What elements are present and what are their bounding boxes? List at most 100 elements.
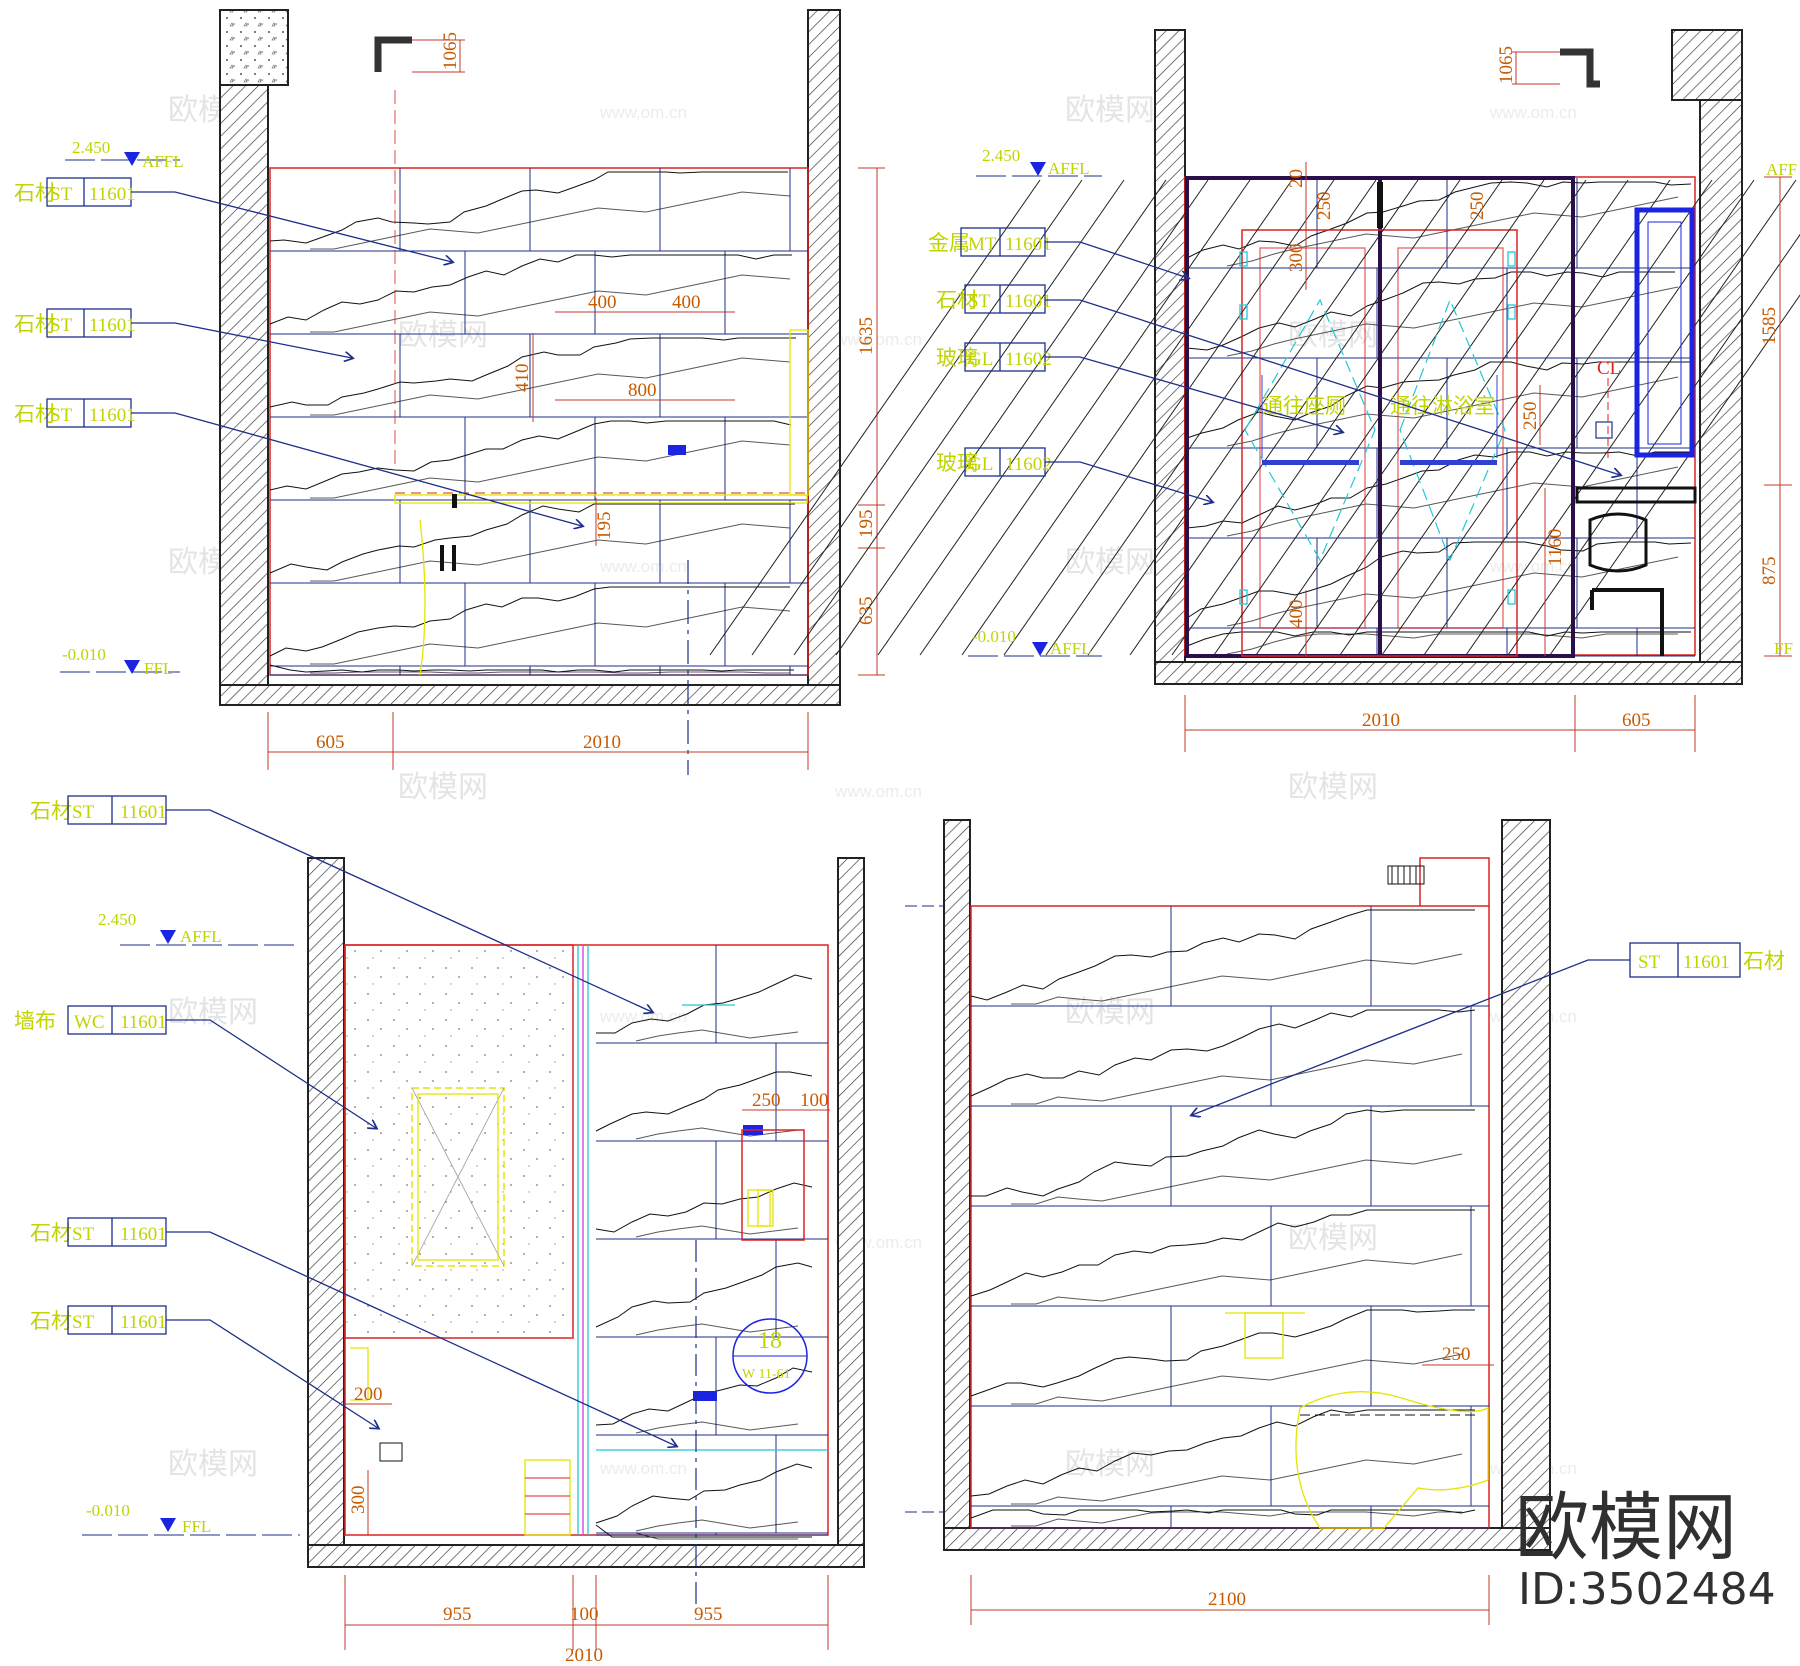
dim-250b: 250 (1467, 192, 1488, 221)
door-label-toilet: 通往座厕 (1262, 394, 1346, 418)
watermark-text: 欧模网 (168, 1448, 258, 1481)
dim-250: 250 (1442, 1344, 1471, 1365)
door-handle (1400, 460, 1497, 465)
watermark-text: 欧模网 (168, 996, 258, 1029)
watermark-url: www.om.cn (599, 557, 687, 576)
svg-text:11601: 11601 (89, 184, 136, 205)
level-marker-icon (160, 930, 176, 944)
door-handle (1262, 460, 1359, 465)
level-bottom-tag: FFL (182, 1517, 211, 1536)
elevation-panel-b: 通往座厕 通往淋浴室 CL 1065 20 250 250 300 250 11… (709, 29, 1800, 752)
vanity-cabinet-outline (419, 519, 426, 676)
floor-slab (1154, 661, 1743, 685)
level-top: 2.450 (98, 910, 136, 929)
level-bottom-tag: AFFL (1050, 639, 1092, 658)
svg-text:11601: 11601 (120, 1012, 167, 1033)
elevation-panel-a: 1065 400 400 800 410 195 1635 195 635 60… (14, 9, 885, 775)
svg-text:11601: 11601 (1005, 234, 1052, 255)
dim-300: 300 (1286, 244, 1307, 273)
exhaust-box (1419, 857, 1490, 906)
svg-text:11601: 11601 (1683, 952, 1730, 973)
watermark-url: www.om.cn (599, 103, 687, 122)
bathtub-outline (1295, 1391, 1489, 1529)
watermark-text: 欧模网 (1065, 1448, 1155, 1481)
wall-finish-outline (970, 905, 1490, 1529)
level-bottom: -0.010 (62, 645, 106, 664)
level-top-tag: AFFL (1048, 159, 1090, 178)
dim-1160: 1160 (1545, 529, 1566, 566)
floor-slab (307, 1544, 865, 1568)
svg-text:ST: ST (50, 315, 73, 336)
dim-2010: 2010 (583, 732, 621, 753)
switch-icon (693, 1391, 717, 1401)
dim-250: 250 (752, 1090, 781, 1111)
watermark-url: www.om.cn (599, 1459, 687, 1478)
watermark-url: www.om.cn (1489, 103, 1577, 122)
svg-text:11601: 11601 (1005, 291, 1052, 312)
dim-605: 605 (316, 732, 345, 753)
ceiling-stub (374, 36, 412, 72)
ceiling-slab (1671, 29, 1743, 101)
brand-logo: 欧模网 ID:3502484 (1515, 1485, 1776, 1615)
dim-20: 20 (1286, 169, 1307, 188)
right-level-tag-bottom: FF (1774, 639, 1793, 658)
dim-800: 800 (628, 380, 657, 401)
left-wall-section (1154, 29, 1186, 684)
watermark-text: 欧模网 (1288, 1222, 1378, 1255)
watermark-url: www.om.cn (834, 782, 922, 801)
dim-2010: 2010 (1362, 710, 1400, 731)
socket-icon (379, 1442, 403, 1462)
svg-text:GL: GL (968, 454, 993, 475)
svg-text:11602: 11602 (1005, 454, 1052, 475)
svg-text:金属: 金属 (928, 231, 970, 255)
svg-text:11602: 11602 (1005, 349, 1052, 370)
logo-name: 欧模网 (1515, 1485, 1737, 1571)
mirror-cabinet (1634, 207, 1695, 458)
dim-250c: 250 (1520, 402, 1541, 431)
callout-reference: W 11-61 (742, 1367, 791, 1382)
stone-tile-grid (595, 945, 828, 1540)
svg-text:石材: 石材 (936, 288, 978, 312)
material-tag: 石材 ST 11601 (14, 177, 452, 262)
watermark-text: 欧模网 (1065, 996, 1155, 1029)
level-top: 2.450 (982, 146, 1020, 165)
svg-text:石材: 石材 (14, 402, 56, 426)
right-wall-section (807, 9, 841, 686)
svg-text:ST: ST (72, 1224, 95, 1245)
mirror-cabinet (789, 329, 809, 496)
dim-300: 300 (348, 1486, 369, 1515)
left-wall-section (943, 819, 971, 1529)
svg-text:石材: 石材 (30, 1309, 72, 1333)
faucet-icon (452, 494, 457, 508)
dim-total: 2010 (565, 1645, 603, 1661)
logo-id: ID:3502484 (1518, 1564, 1776, 1615)
level-top-tag: AFFL (180, 927, 222, 946)
level-marker-icon (1032, 642, 1048, 656)
svg-text:ST: ST (50, 405, 73, 426)
svg-text:ST: ST (50, 184, 73, 205)
left-wall-section (219, 9, 269, 686)
svg-text:石材: 石材 (14, 181, 56, 205)
dim-195-inner: 195 (594, 512, 615, 541)
material-tag: 玻璃 GL 11602 (936, 342, 1342, 432)
svg-text:MT: MT (968, 234, 997, 255)
svg-text:ST: ST (1638, 952, 1661, 973)
svg-text:玻璃: 玻璃 (936, 346, 978, 370)
svg-text:ST: ST (72, 802, 95, 823)
vanity-counter (1575, 486, 1697, 504)
dim-400: 400 (1286, 600, 1307, 629)
elevation-panel-c: 18 W 11-61 250 100 200 300 955 100 955 2… (14, 795, 865, 1666)
vanity-cabinet (1590, 588, 1664, 656)
svg-text:石材: 石材 (30, 1221, 72, 1245)
level-top-tag: AFFL (142, 152, 184, 171)
svg-text:GL: GL (968, 349, 993, 370)
svg-text:石材: 石材 (14, 312, 56, 336)
